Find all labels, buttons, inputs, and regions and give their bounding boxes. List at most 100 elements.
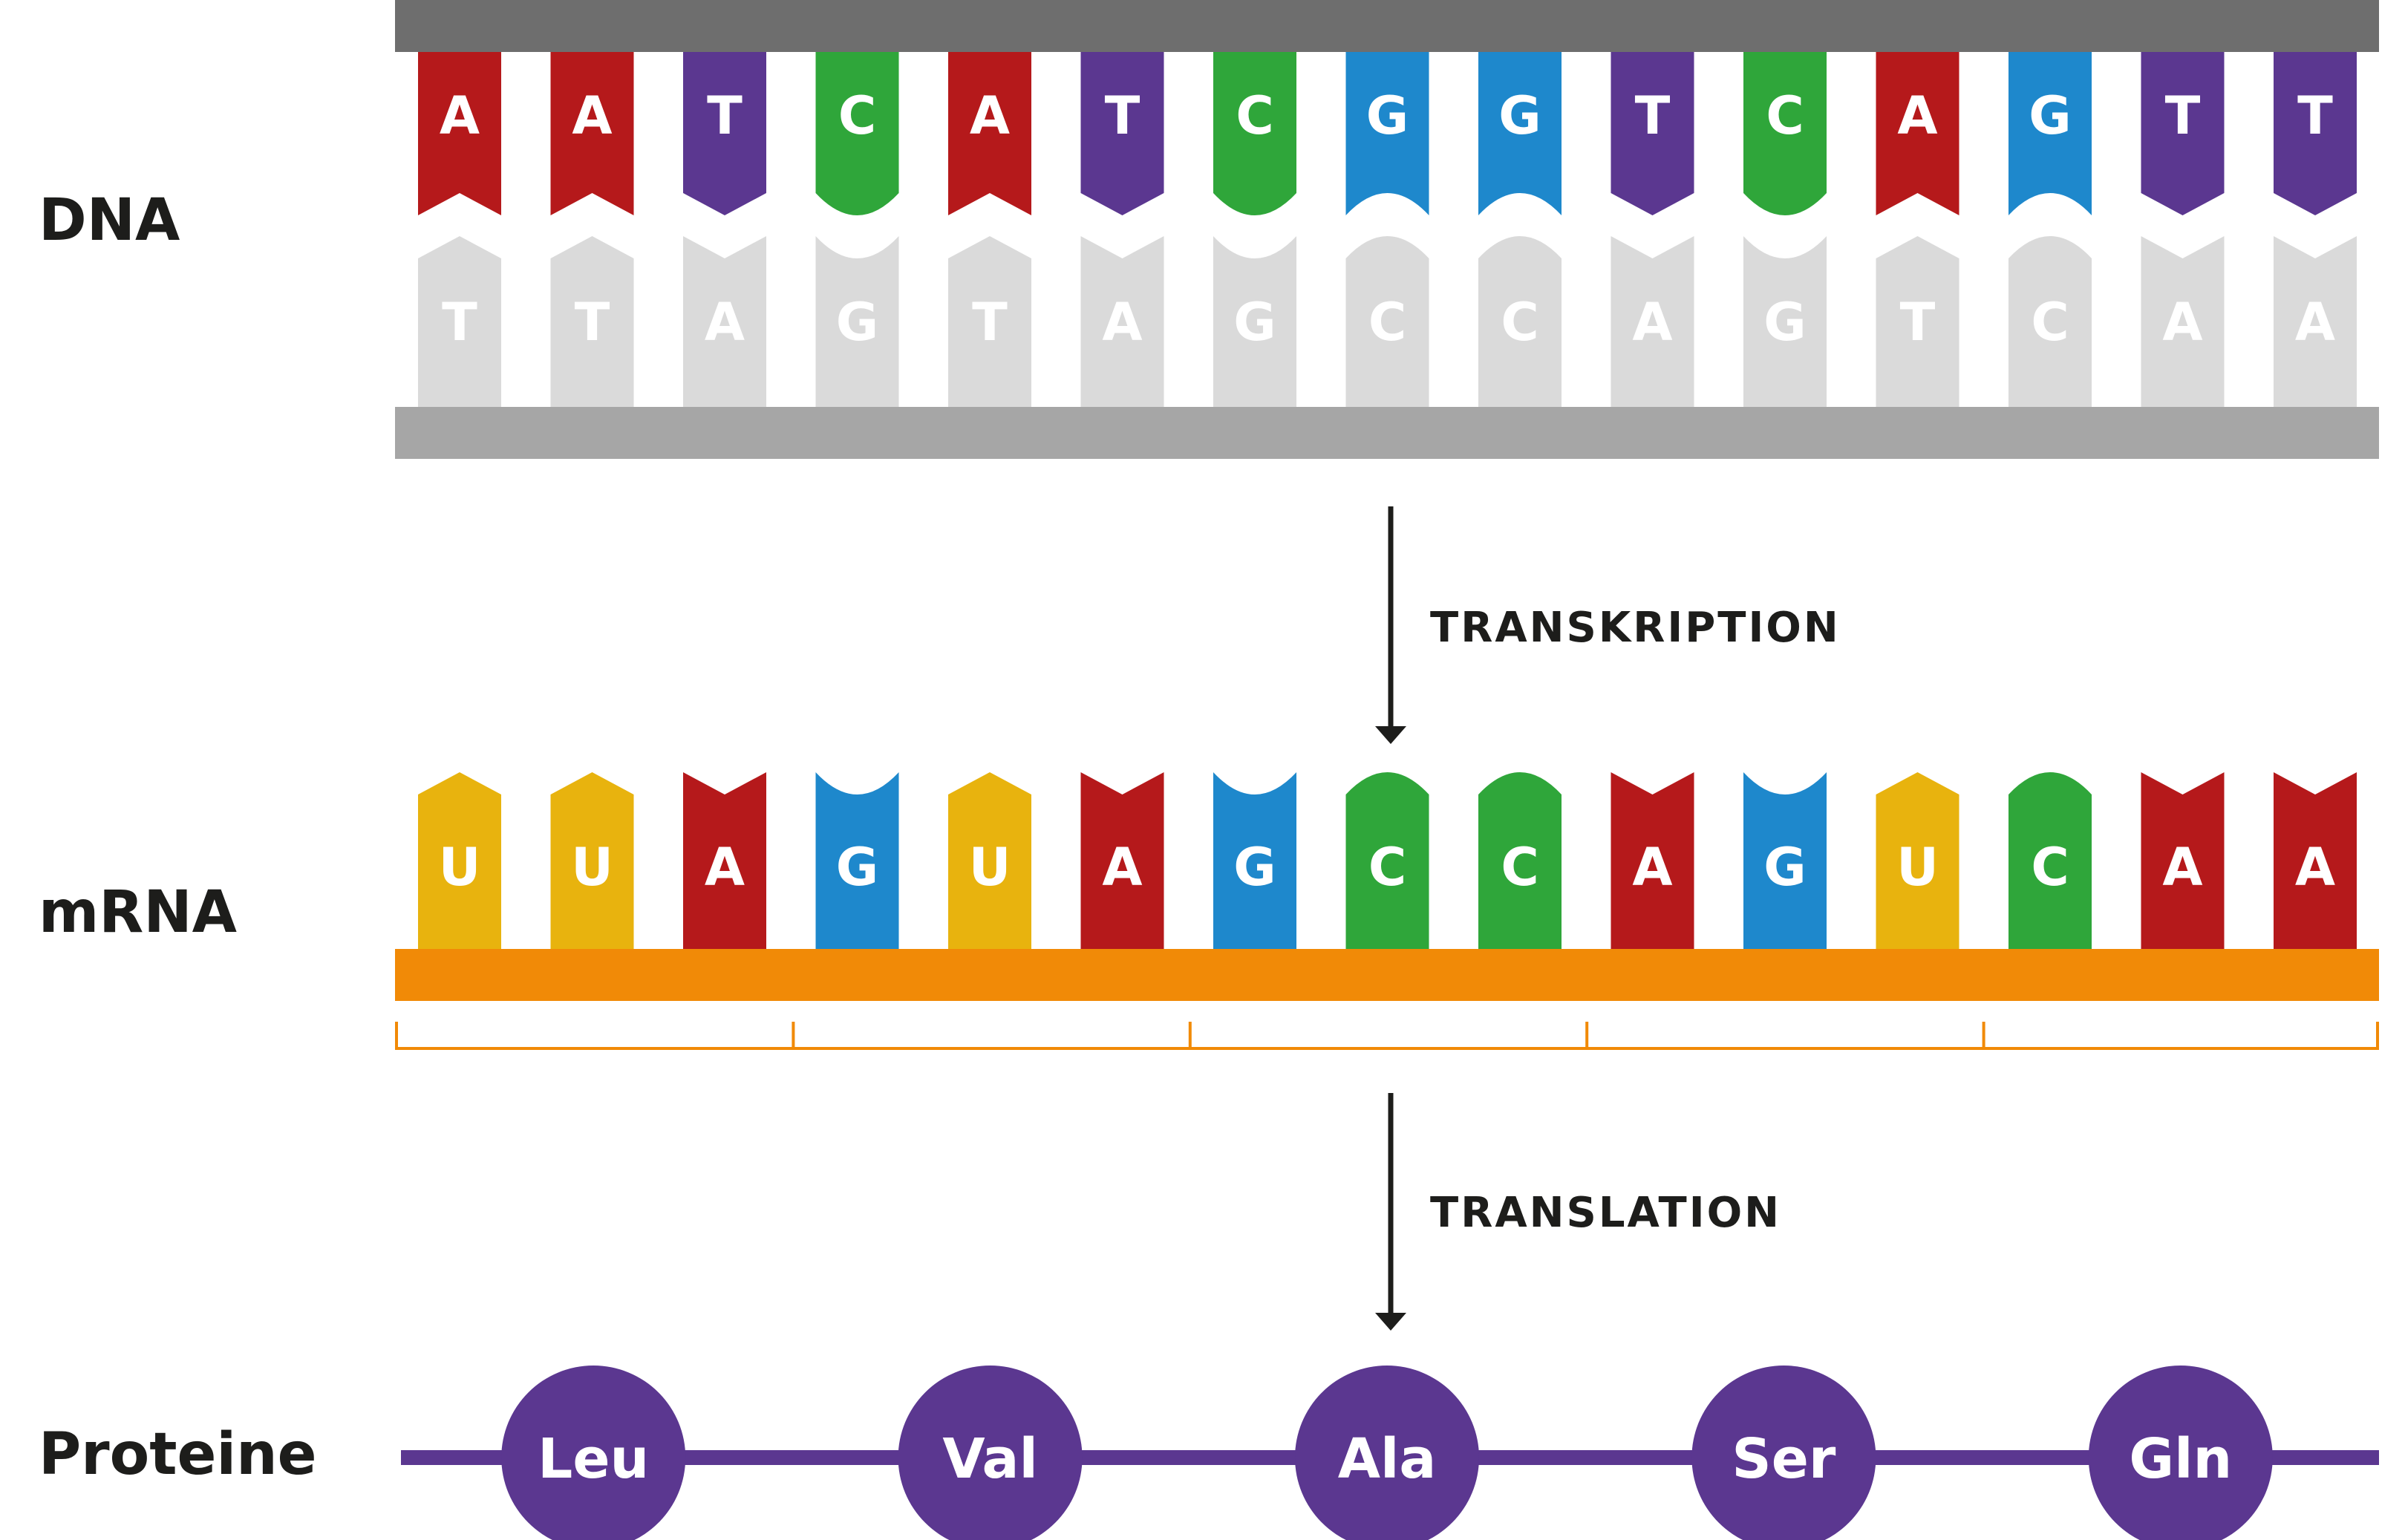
dna-template-base-shape: [418, 236, 501, 407]
mrna-base-letter: A: [1102, 837, 1142, 898]
mrna-base-shape: [1743, 772, 1827, 949]
mrna-base-8: C: [1345, 772, 1429, 949]
mrna-base-letter: C: [1368, 837, 1406, 898]
codon-brackets: [395, 1022, 2379, 1050]
dna-coding-base-shape: [1080, 52, 1164, 215]
amino-acid-label: Leu: [538, 1427, 649, 1491]
mrna-base-letter: G: [1233, 837, 1276, 898]
dna-template-base-7: G: [1213, 236, 1296, 407]
dna-coding-base-shape: [948, 52, 1031, 215]
mrna-base-2: U: [550, 772, 634, 949]
mrna-base-5: U: [948, 772, 1031, 949]
dna-coding-base-2: A: [550, 52, 634, 215]
mrna-base-letter: G: [836, 837, 878, 898]
mrna-base-15: A: [2274, 772, 2357, 949]
dna-coding-base-letter: T: [707, 85, 743, 146]
translation-label: TRANSLATION: [1430, 1189, 1782, 1237]
dna-template-base-12: T: [1876, 236, 1959, 407]
dna-template-base-letter: C: [1368, 292, 1406, 353]
dna-coding-base-1: A: [418, 52, 501, 215]
mrna-base-shape: [948, 772, 1031, 949]
mrna-base-shape: [1876, 772, 1959, 949]
dna-label: DNA: [39, 187, 180, 254]
mrna-base-9: C: [1478, 772, 1562, 949]
amino-acid-circle: [1295, 1366, 1479, 1540]
mrna-base-1: U: [418, 772, 501, 949]
dna-coding-base-letter: G: [1498, 85, 1541, 146]
dna-template-base-shape: [948, 236, 1031, 407]
dna-coding-base-12: A: [1876, 52, 1959, 215]
amino-acid-label: Ser: [1732, 1427, 1835, 1491]
dna-template-base-letter: T: [575, 292, 610, 353]
mrna-base-shape: [2008, 772, 2092, 949]
mrna-base-shape: [815, 772, 899, 949]
amino-acid-label: Ala: [1338, 1427, 1437, 1491]
dna-coding-base-letter: A: [572, 85, 612, 146]
translation-arrow: [1375, 1093, 1406, 1331]
dna-coding-base-8: G: [1345, 52, 1429, 215]
dna-template-base-shape: [1611, 236, 1694, 407]
dna-coding-base-letter: T: [1635, 85, 1671, 146]
dna-coding-base-shape: [418, 52, 501, 215]
dna-coding-base-shape: [1611, 52, 1694, 215]
dna-template-base-shape: [2274, 236, 2357, 407]
dna-template-base-4: G: [815, 236, 899, 407]
mrna-base-shape: [1345, 772, 1429, 949]
dna-template-base-shape: [1213, 236, 1296, 407]
dna-coding-base-shape: [1876, 52, 1959, 215]
mrna-base-shape: [1213, 772, 1296, 949]
dna-coding-base-shape: [2141, 52, 2225, 215]
dna-coding-base-5: A: [948, 52, 1031, 215]
dna-template-base-letter: A: [1102, 292, 1142, 353]
dna-backbone-top: [395, 0, 2379, 52]
amino-acid-3: Ala: [1295, 1366, 1479, 1540]
dna-template-base-shape: [2141, 236, 2225, 407]
dna-coding-base-letter: A: [440, 85, 480, 146]
dna-coding-base-6: T: [1080, 52, 1164, 215]
mrna-base-letter: C: [2031, 837, 2069, 898]
dna-coding-base-shape: [1345, 52, 1429, 215]
dna-backbone-bottom: [395, 407, 2379, 459]
mrna-base-letter: U: [571, 837, 613, 898]
dna-template-base-13: C: [2008, 236, 2092, 407]
dna-template-base-11: G: [1743, 236, 1827, 407]
dna-coding-base-shape: [2008, 52, 2092, 215]
mrna-base-shape: [1478, 772, 1562, 949]
amino-acid-label: Gln: [2129, 1427, 2232, 1491]
dna-template-base-shape: [1345, 236, 1429, 407]
dna-template-base-5: T: [948, 236, 1031, 407]
dna-template-base-letter: A: [705, 292, 745, 353]
mrna-base-4: G: [815, 772, 899, 949]
dna-template-base-letter: A: [2295, 292, 2335, 353]
mrna-base-10: A: [1611, 772, 1694, 949]
mrna-base-letter: G: [1763, 837, 1806, 898]
mrna-base-7: G: [1213, 772, 1296, 949]
dna-template-base-2: T: [550, 236, 634, 407]
mrna-base-12: U: [1876, 772, 1959, 949]
mrna-base-letter: A: [705, 837, 745, 898]
dna-coding-base-9: G: [1478, 52, 1562, 215]
dna-template-base-1: T: [418, 236, 501, 407]
dna-template-base-8: C: [1345, 236, 1429, 407]
dna-coding-base-14: T: [2141, 52, 2225, 215]
mrna-base-letter: A: [1632, 837, 1672, 898]
dna-coding-base-3: T: [683, 52, 766, 215]
dna-template-base-letter: C: [2031, 292, 2069, 353]
mrna-label: mRNA: [39, 879, 237, 946]
mrna-base-13: C: [2008, 772, 2092, 949]
amino-acid-circle: [1691, 1366, 1876, 1540]
dna-template-base-letter: G: [836, 292, 878, 353]
mrna-base-shape: [683, 772, 766, 949]
dna-template-base-letter: T: [972, 292, 1008, 353]
dna-template-base-shape: [1876, 236, 1959, 407]
mrna-base-letter: U: [1896, 837, 1939, 898]
dna-coding-base-7: C: [1213, 52, 1296, 215]
dna-template-base-letter: A: [2162, 292, 2202, 353]
dna-coding-base-letter: G: [2029, 85, 2071, 146]
dna-coding-base-shape: [1213, 52, 1296, 215]
dna-coding-base-letter: A: [970, 85, 1010, 146]
mrna-base-shape: [1080, 772, 1164, 949]
